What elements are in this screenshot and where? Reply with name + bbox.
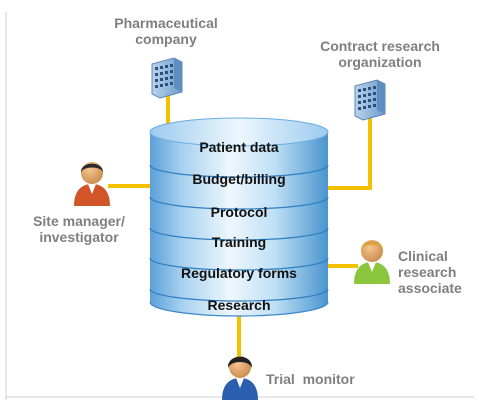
layer-divider [149,196,329,210]
cra-label-line1: Clinical [398,248,448,264]
trial-monitor-label: Trial monitor [266,371,355,387]
site-manager-label-line1: Site manager/ [33,213,125,229]
database-cylinder [149,117,329,317]
cro-label-line1: Contract research [320,38,440,54]
cra-label-line2: research [398,264,457,280]
layer-divider [149,257,329,271]
pharma-label-line2: company [135,31,197,47]
layer-label-research: Research [207,297,271,313]
person-icon [222,356,258,400]
office-building-icon [151,57,183,99]
pharma-label-line1: Pharmaceutical [114,15,218,31]
layer-label-patient-data: Patient data [199,139,279,155]
layer-divider [149,227,329,241]
cra-label-line3: associate [398,280,462,296]
cra-label: Clinical research associate [398,248,476,296]
site-manager-label: Site manager/ investigator [20,213,138,245]
layer-label-regulatory-forms: Regulatory forms [181,265,297,281]
office-building-icon [354,79,386,121]
cro-label: Contract research organization [305,38,455,70]
cylinder-bottom-edge [149,301,329,317]
layer-divider [149,164,329,178]
pharma-label: Pharmaceutical company [96,15,236,47]
layer-label-protocol: Protocol [210,204,268,220]
layer-label-training: Training [211,234,267,250]
site-manager-label-line2: investigator [39,229,119,245]
layer-label-budget-billing: Budget/billing [192,171,286,187]
layer-divider [149,288,329,302]
connectors [108,96,372,360]
person-icon [74,162,110,206]
connector-cro [328,112,372,190]
cro-label-line2: organization [338,54,422,70]
person-icon [354,240,390,284]
